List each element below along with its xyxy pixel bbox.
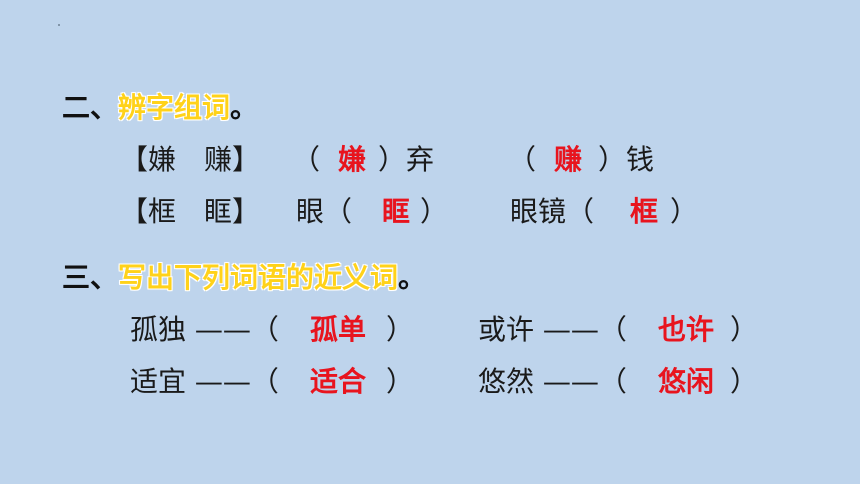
answer-text: 适合 bbox=[310, 365, 367, 398]
section-2-row-1: 【嫌 赚】 （ 嫌 ）弃 （ 赚 ）钱 bbox=[120, 138, 820, 178]
section-2-end: 。 bbox=[230, 91, 259, 124]
blank-close: ） bbox=[420, 195, 449, 228]
answer-text: 嫌 bbox=[338, 143, 367, 176]
section-2-number: 二、 bbox=[62, 91, 119, 124]
blank-close: ） bbox=[386, 365, 415, 398]
answer-text: 孤单 bbox=[310, 313, 367, 346]
blank-open: （ bbox=[292, 143, 321, 176]
section-2-title: 辨字组词 bbox=[118, 91, 231, 124]
blank-close: ） bbox=[730, 313, 759, 346]
answer-text: 眶 bbox=[382, 195, 411, 228]
answer-text: 也许 bbox=[658, 313, 715, 346]
section-3-end: 。 bbox=[398, 261, 427, 294]
word-prompt: 适宜 ——（ bbox=[130, 365, 279, 398]
section-3-title: 写出下列词语的近义词 bbox=[118, 261, 399, 294]
answer-text: 悠闲 bbox=[658, 365, 715, 398]
blank-close: ） bbox=[386, 313, 415, 346]
blank-open: 眼（ bbox=[296, 195, 353, 228]
decorative-dot bbox=[58, 24, 60, 26]
word-prompt: 或许 ——（ bbox=[478, 313, 627, 346]
word-prompt: 孤独 ——（ bbox=[130, 313, 279, 346]
answer-text: 赚 bbox=[554, 143, 583, 176]
section-3-row-2: 适宜 ——（ 适合 ） 悠然 ——（ 悠闲 ） bbox=[130, 360, 830, 400]
char-pair-bracket: 【框 眶】 bbox=[120, 195, 261, 228]
section-2-row-2: 【框 眶】 眼（ 眶 ） 眼镜（ 框 ） bbox=[120, 190, 820, 230]
blank-close: ）弃 bbox=[378, 143, 435, 176]
blank-close: ） bbox=[670, 195, 699, 228]
section-2-heading: 二、辨字组词。 bbox=[62, 86, 258, 126]
section-3-heading: 三、写出下列词语的近义词。 bbox=[62, 256, 426, 296]
blank-open: （ bbox=[508, 143, 537, 176]
section-3-row-1: 孤独 ——（ 孤单 ） 或许 ——（ 也许 ） bbox=[130, 308, 830, 348]
section-3-number: 三、 bbox=[62, 261, 119, 294]
blank-open: 眼镜（ bbox=[510, 195, 595, 228]
word-prompt: 悠然 ——（ bbox=[478, 365, 627, 398]
char-pair-bracket: 【嫌 赚】 bbox=[120, 143, 261, 176]
answer-text: 框 bbox=[630, 195, 659, 228]
blank-close: ）钱 bbox=[598, 143, 655, 176]
blank-close: ） bbox=[730, 365, 759, 398]
